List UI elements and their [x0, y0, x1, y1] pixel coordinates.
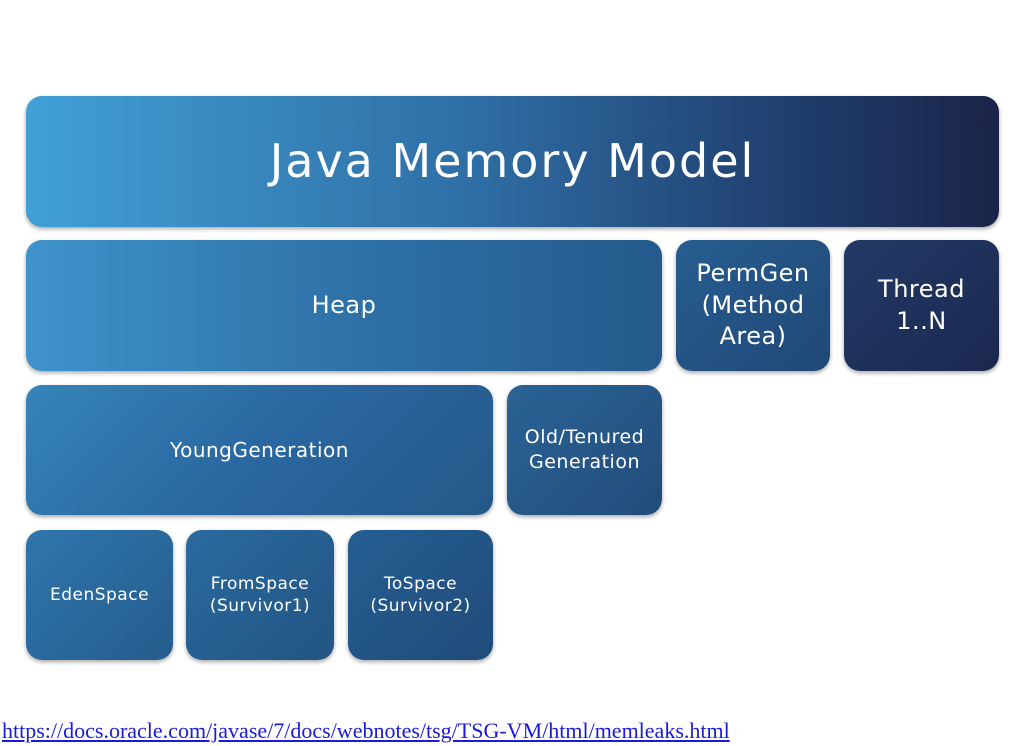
- permgen-label: PermGen (Method Area): [696, 258, 810, 351]
- to-space-label: ToSpace (Survivor2): [370, 573, 471, 616]
- young-generation-label: YoungGeneration: [170, 437, 349, 462]
- from-space-box: FromSpace (Survivor1): [186, 530, 334, 660]
- heap-label: Heap: [311, 290, 377, 319]
- young-generation-box: YoungGeneration: [26, 385, 493, 515]
- diagram-title: Java Memory Model: [269, 134, 756, 189]
- thread-label: Thread 1..N: [878, 274, 965, 335]
- heap-box: Heap: [26, 240, 662, 371]
- old-generation-label: Old/Tenured Generation: [524, 425, 645, 473]
- eden-space-label: EdenSpace: [49, 584, 150, 605]
- old-generation-box: Old/Tenured Generation: [507, 385, 662, 515]
- source-link[interactable]: https://docs.oracle.com/javase/7/docs/we…: [2, 718, 730, 743]
- to-space-box: ToSpace (Survivor2): [348, 530, 493, 660]
- permgen-box: PermGen (Method Area): [676, 240, 830, 371]
- eden-space-box: EdenSpace: [26, 530, 173, 660]
- java-memory-model-box: Java Memory Model: [26, 96, 999, 227]
- from-space-label: FromSpace (Survivor1): [209, 573, 311, 616]
- thread-box: Thread 1..N: [844, 240, 999, 371]
